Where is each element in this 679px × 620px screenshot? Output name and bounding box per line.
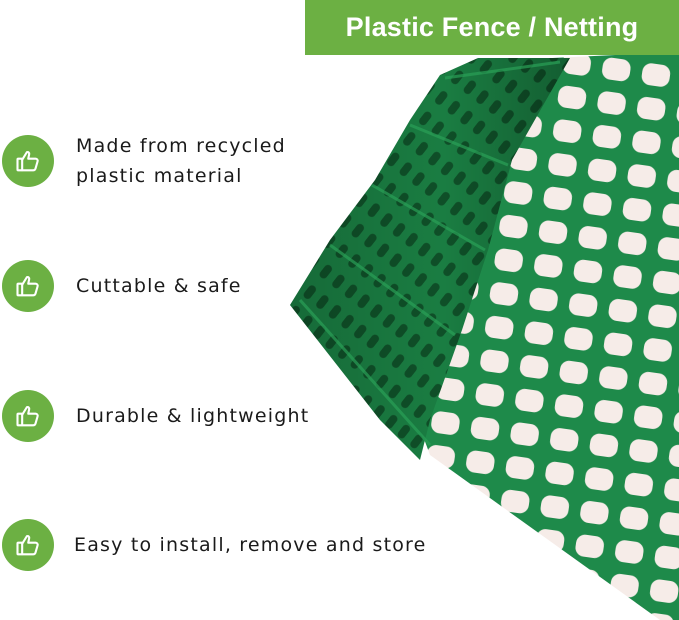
feature-item-durable: Durable & lightweight xyxy=(2,390,309,442)
thumbs-up-icon xyxy=(2,135,54,187)
feature-item-cuttable: Cuttable & safe xyxy=(2,260,242,312)
feature-text: Easy to install, remove and store xyxy=(74,534,427,556)
feature-text: Made from recycled plastic material xyxy=(76,135,286,187)
feature-item-easy-install: Easy to install, remove and store xyxy=(2,519,427,571)
feature-text: Cuttable & safe xyxy=(76,275,242,297)
feature-item-recycled: Made from recycled plastic material xyxy=(2,131,286,191)
title-banner: Plastic Fence / Netting xyxy=(305,0,679,55)
feature-text: Durable & lightweight xyxy=(76,405,310,427)
banner-title: Plastic Fence / Netting xyxy=(345,12,639,42)
thumbs-up-icon xyxy=(2,260,54,312)
thumbs-up-icon xyxy=(2,390,54,442)
thumbs-up-icon xyxy=(2,519,54,571)
